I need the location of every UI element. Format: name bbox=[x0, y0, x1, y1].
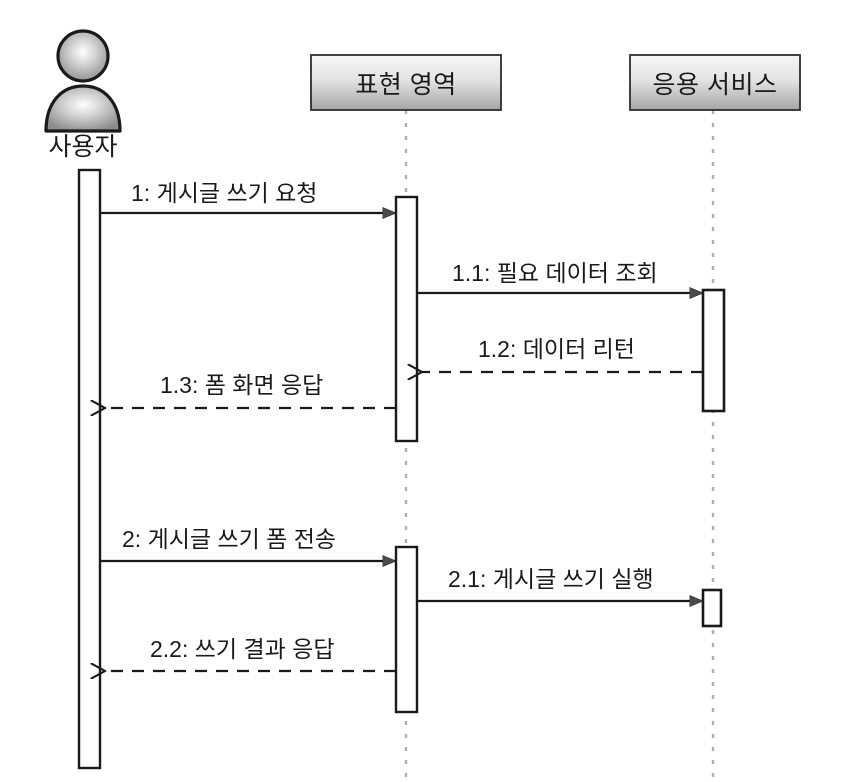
message-1-2-label: 1.2: 데이터 리턴 bbox=[478, 336, 635, 362]
person-actor-icon bbox=[44, 29, 122, 133]
message-2-1: 2.1: 게시글 쓰기 실행 bbox=[417, 566, 703, 601]
service-activation-bar-1 bbox=[701, 288, 726, 413]
message-1-3-label: 1.3: 폼 화면 응답 bbox=[160, 372, 323, 398]
message-2: 2: 게시글 쓰기 폼 전송 bbox=[100, 526, 396, 561]
message-1-1: 1.1: 필요 데이터 조회 bbox=[417, 260, 703, 293]
message-2-1-label: 2.1: 게시글 쓰기 실행 bbox=[448, 566, 654, 592]
actor-activation-bar bbox=[77, 168, 102, 770]
presentation-box-label: 표현 영역 bbox=[355, 71, 456, 99]
participant-presentation: 표현 영역 bbox=[310, 54, 502, 782]
message-2-2: 2.2: 쓰기 결과 응답 bbox=[105, 636, 396, 671]
service-box-label: 응용 서비스 bbox=[653, 71, 778, 99]
message-1-3: 1.3: 폼 화면 응답 bbox=[105, 372, 396, 408]
actor-label: 사용자 bbox=[48, 133, 117, 161]
message-2-label: 2: 게시글 쓰기 폼 전송 bbox=[122, 526, 336, 552]
message-1-label: 1: 게시글 쓰기 요청 bbox=[131, 180, 317, 206]
service-activation-bar-2 bbox=[701, 588, 723, 628]
message-1-1-label: 1.1: 필요 데이터 조회 bbox=[452, 260, 658, 286]
message-1: 1: 게시글 쓰기 요청 bbox=[100, 180, 396, 213]
presentation-activation-bar-2 bbox=[394, 545, 419, 714]
presentation-box bbox=[310, 54, 502, 111]
actor-user: 사용자 bbox=[44, 29, 122, 770]
message-2-2-label: 2.2: 쓰기 결과 응답 bbox=[150, 636, 335, 662]
presentation-activation-bar-1 bbox=[394, 195, 419, 443]
participant-service: 응용 서비스 bbox=[629, 54, 801, 782]
service-box bbox=[629, 54, 801, 111]
message-1-2: 1.2: 데이터 리턴 bbox=[422, 336, 703, 372]
